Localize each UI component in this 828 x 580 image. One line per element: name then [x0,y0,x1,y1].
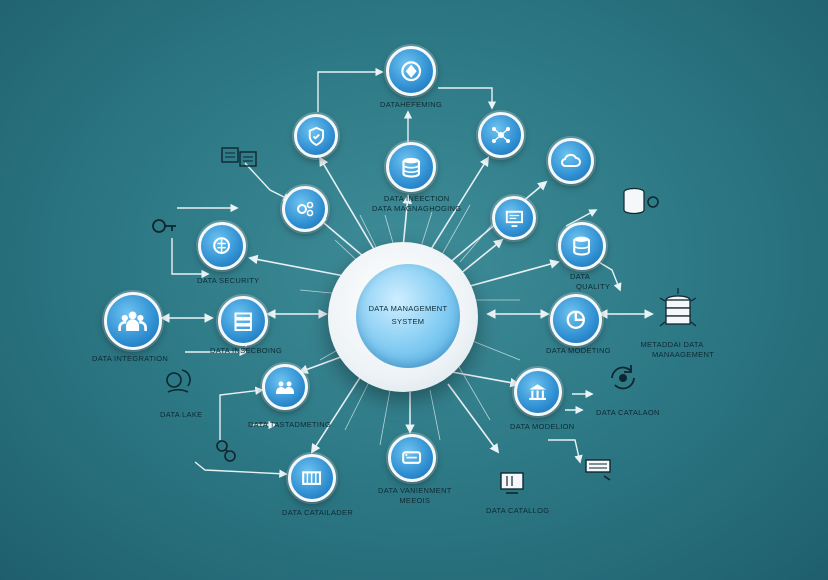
label-metadata-line1: METADDAI DATA [640,340,704,349]
label-quality: DATA QUALITY [556,272,610,292]
label-center-upper-line1: DATA INEECTION [383,194,450,203]
hub-title-line2: SYSTEM [391,317,425,326]
node-insecboing[interactable] [218,296,268,346]
node-integration[interactable] [104,292,162,350]
label-top: DATAHEFEMING [380,100,443,109]
node-top-target[interactable] [386,46,436,96]
label-quality-line2: QUALITY [576,282,611,291]
team-icon [276,381,294,394]
node-modelion[interactable] [514,368,562,416]
puzzle-icon [216,440,236,462]
node-gears[interactable] [282,186,328,232]
node-database-upper[interactable] [386,142,436,192]
label-vanienment-line2: MEEOIS [399,496,431,505]
node-network-top-right[interactable] [478,112,524,158]
node-tastadmeting[interactable] [262,364,308,410]
label-metadata-line2: MANAAGEMENT [652,350,715,359]
hub-title-line1: DATA MANAGEMENT [368,304,448,313]
storage-icon [402,451,422,465]
node-catailader[interactable] [288,454,336,502]
server-stack-icon [659,288,697,327]
node-security[interactable] [198,222,246,270]
database-icon [573,237,591,256]
node-shield[interactable] [294,114,338,158]
node-monitor[interactable] [492,196,536,240]
network-icon [492,127,510,143]
shield-icon [308,126,324,146]
label-center-upper-line2: DATA MAGNAGHOGING [372,204,462,213]
label-catallog: DATA CATALLOG [486,506,550,515]
hub-core[interactable] [356,264,460,368]
label-modeting: DATA MODETING [546,346,611,355]
refresh-icon [611,365,635,390]
label-tastadmeting: DATA TASTADMETING [248,420,332,429]
label-catalaon: DATA CATALAON [596,408,660,417]
label-insecboing: DATA INSECBOING [210,346,283,355]
users-icon [118,311,148,332]
monitor-icon [505,210,523,227]
cloud-icon [561,153,581,167]
terminal-icon [500,472,524,494]
building-icon [529,384,547,401]
node-quality[interactable] [558,222,606,270]
label-security: DATA SECURITY [197,276,260,285]
pie-chart-icon [566,310,586,330]
label-center-upper: DATA INEECTION DATA MAGNAGHOGING [372,194,461,214]
keyboard-icon [585,459,611,481]
node-modeting[interactable] [550,294,602,346]
server-icon [234,312,252,331]
label-vanienment: DATA VANIENMENT MEEOIS [378,486,452,506]
lake-icon [166,369,191,393]
node-cloud[interactable] [548,138,594,184]
label-metadata: METADDAI DATA MANAAGEMENT [630,340,714,360]
key-icon [152,219,176,233]
circuit-icon [213,237,231,255]
label-quality-line1: DATA [570,272,591,281]
database-icon [402,157,420,178]
stack-icon [623,187,659,215]
label-lake: DATA LAKE [160,410,203,419]
target-icon [401,61,421,81]
node-vanienment[interactable] [388,434,436,482]
folder-icon [302,471,322,486]
hub-title: DATA MANAGEMENT SYSTEM [336,302,480,328]
gears-icon [297,201,314,217]
documents-icon [221,147,257,167]
label-vanienment-line1: DATA VANIENMENT [378,486,452,495]
label-modelion: DATA MODELION [510,422,575,431]
label-integration: DATA INTEGRATION [92,354,169,363]
label-catailader: DATA CATAILADER [282,508,354,517]
